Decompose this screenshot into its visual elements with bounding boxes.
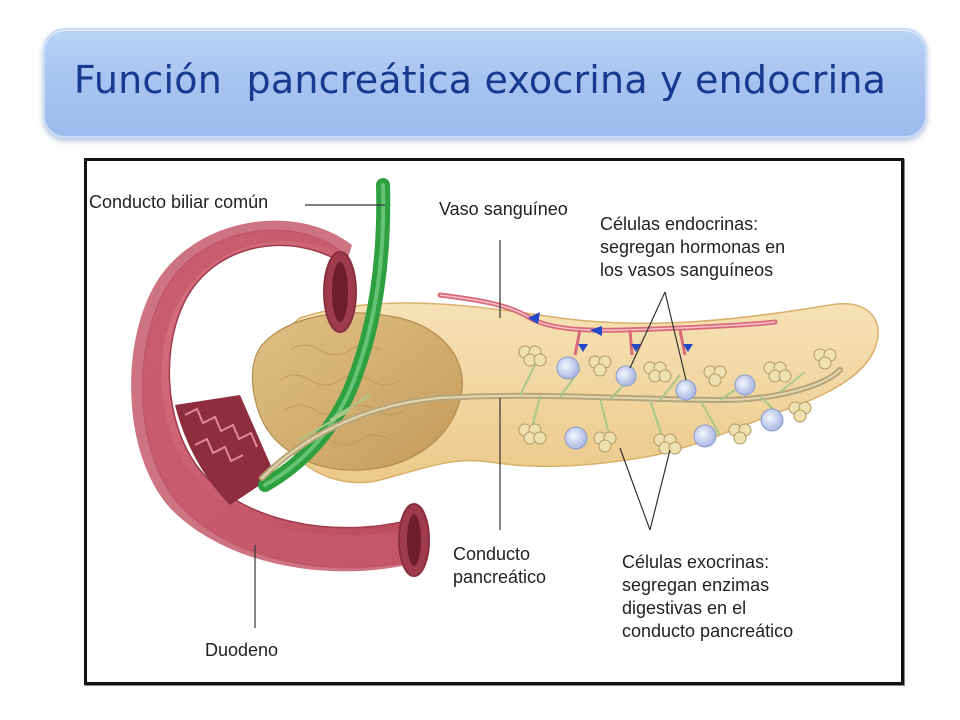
label-exocrine-line1: Células exocrinas: — [622, 552, 770, 572]
label-exocrine-line2: segregan enzimas — [622, 575, 770, 595]
label-duodenum: Duodeno — [205, 640, 279, 660]
label-common-bile-duct: Conducto biliar común — [89, 192, 269, 212]
title-banner — [43, 28, 927, 138]
label-pancreatic-duct-line1: Conducto — [453, 544, 531, 564]
label-endocrine-line3: los vasos sanguíneos — [600, 260, 774, 280]
label-endocrine-line1: Células endocrinas: — [600, 214, 759, 234]
label-pancreatic-duct-line2: pancreático — [453, 567, 547, 587]
label-blood-vessel: Vaso sanguíneo — [439, 199, 568, 219]
blood-flow-arrows — [528, 312, 693, 352]
endocrine-islets — [556, 356, 784, 450]
label-endocrine-line2: segregan hormonas en — [600, 237, 786, 257]
leader-lines — [254, 204, 687, 628]
duct-branches — [299, 364, 806, 446]
exocrine-acini — [518, 345, 837, 455]
page-title: Función pancreática exocrina y endocrina — [73, 58, 887, 102]
label-exocrine-line3: digestivas en el — [622, 598, 747, 618]
label-exocrine-line4: conducto pancreático — [622, 621, 794, 641]
duodenum-body — [131, 220, 420, 572]
pancreas-head — [251, 312, 463, 471]
duodenum-cutaway — [175, 395, 275, 505]
